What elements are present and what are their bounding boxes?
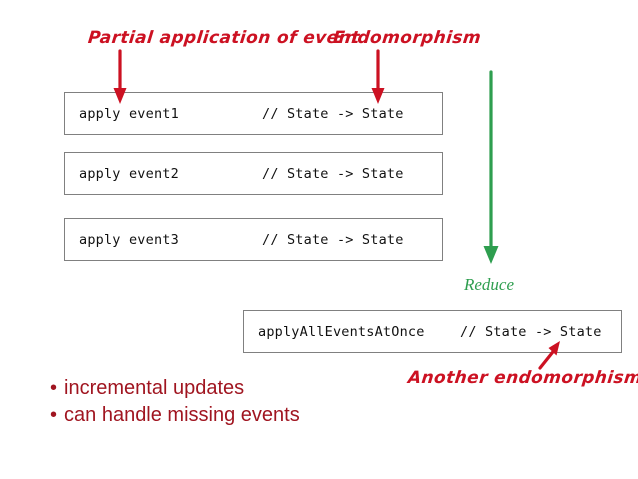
annotation-partial-application: Partial application of event [86, 28, 361, 48]
code-box-event2-name: apply event2 [79, 165, 179, 182]
code-box-event3: apply event3 // State -> State [64, 218, 443, 261]
code-box-event3-name: apply event3 [79, 231, 179, 248]
list-item-label: can handle missing events [64, 404, 300, 426]
code-box-event2-comment: // State -> State [262, 165, 404, 182]
code-box-event1: apply event1 // State -> State [64, 92, 443, 135]
list-item: • can handle missing events [50, 402, 300, 429]
annotation-reduce: Reduce [464, 275, 515, 294]
arrow-reduce-icon [483, 70, 499, 264]
annotation-endomorphism: Endomorphism [331, 28, 483, 48]
bullet-dot-icon: • [50, 377, 58, 399]
bullet-dot-icon: • [50, 404, 58, 426]
code-box-apply-all-events: applyAllEventsAtOnce // State -> State [243, 310, 622, 353]
code-box-event1-comment: // State -> State [262, 105, 404, 122]
list-item-label: incremental updates [64, 377, 245, 399]
code-box-event1-name: apply event1 [79, 105, 179, 122]
annotation-another-endomorphism: Another endomorphism! [406, 368, 638, 388]
bullet-list: • incremental updates • can handle missing… [50, 375, 300, 429]
code-box-apply-all-events-name: applyAllEventsAtOnce [258, 323, 425, 340]
code-box-event2: apply event2 // State -> State [64, 152, 443, 195]
code-box-event3-comment: // State -> State [262, 231, 404, 248]
list-item: • incremental updates [50, 375, 300, 402]
code-box-apply-all-events-comment: // State -> State [460, 323, 602, 340]
